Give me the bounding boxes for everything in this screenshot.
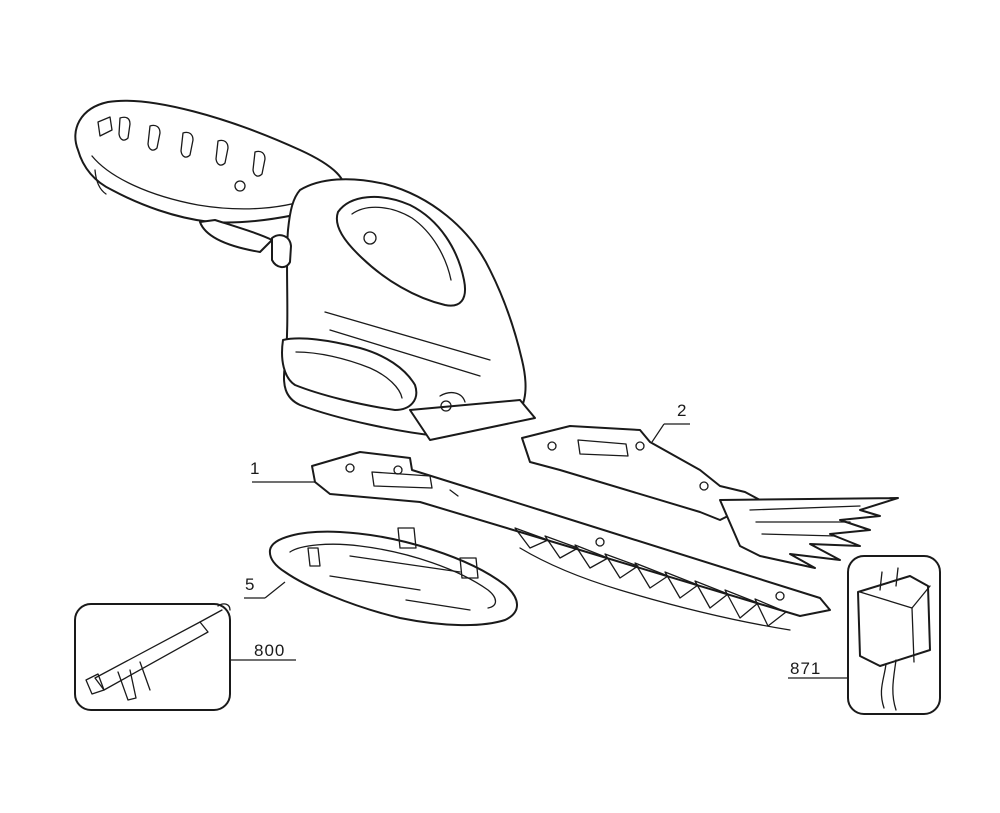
callout-5: 5 [245, 575, 255, 594]
wall-charger-icon [847, 555, 941, 715]
callout-871: 871 [790, 659, 821, 678]
shear-blade-icon [521, 425, 899, 569]
lubricant-applicator-icon [74, 603, 231, 711]
hedge-trimmer-body-icon [74, 99, 536, 441]
blade-guard-icon [268, 527, 518, 627]
callout-2: 2 [677, 401, 687, 420]
hedge-blade-icon [311, 451, 831, 631]
callout-800: 800 [254, 641, 285, 660]
callout-1: 1 [250, 459, 260, 478]
callout-leaders [230, 423, 848, 679]
